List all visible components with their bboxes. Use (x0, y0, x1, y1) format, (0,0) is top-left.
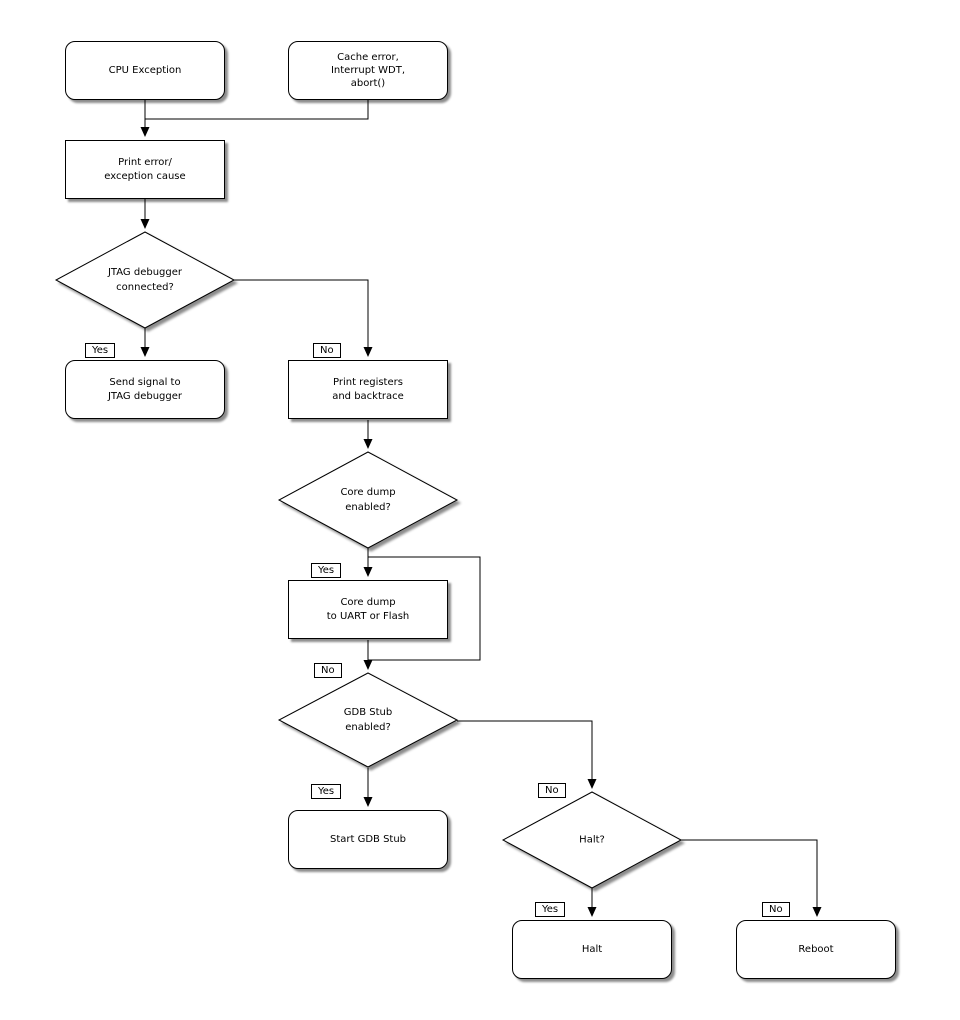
decision-jtag-connected-shape (54, 231, 236, 329)
node-start-gdb-stub: Start GDB Stub (288, 810, 448, 869)
node-print-error: Print error/ exception cause (65, 140, 225, 199)
node-print-registers: Print registers and backtrace (288, 360, 448, 419)
decision-gdb-stub-enabled-shape (277, 672, 459, 768)
edge-halt-no (681, 839, 822, 917)
edge-label-coredump-yes: Yes (311, 563, 342, 578)
edge-label-halt-no: No (762, 902, 790, 917)
edge-gdb-no (457, 720, 597, 789)
edge-label-gdb-no: No (538, 783, 566, 798)
edge-label-coredump-no: No (314, 663, 342, 678)
decision-core-dump-enabled-label: Core dump enabled? (340, 487, 396, 513)
edge-label-jtag-no: No (313, 343, 341, 358)
node-halt: Halt (512, 920, 672, 979)
edge-jtag-no (234, 279, 373, 357)
edge-cache-error-merge (145, 100, 369, 120)
decision-gdb-stub-enabled-label: GDB Stub enabled? (343, 707, 393, 733)
node-reboot: Reboot (736, 920, 896, 979)
node-core-dump: Core dump to UART or Flash (288, 580, 448, 639)
decision-jtag-connected-label: JTAG debugger connected? (107, 267, 183, 293)
node-send-signal: Send signal to JTAG debugger (65, 360, 225, 419)
edge-label-jtag-yes: Yes (85, 343, 116, 358)
decision-halt-label: Halt? (579, 834, 605, 846)
edge-label-gdb-yes: Yes (311, 784, 342, 799)
decision-core-dump-enabled-shape (277, 451, 459, 549)
node-cache-error: Cache error, Interrupt WDT, abort() (288, 41, 448, 100)
decision-halt-shape (501, 791, 683, 889)
edge-label-halt-yes: Yes (535, 902, 566, 917)
edge-coredump-no-bypass (368, 556, 481, 661)
node-cpu-exception: CPU Exception (65, 41, 225, 100)
